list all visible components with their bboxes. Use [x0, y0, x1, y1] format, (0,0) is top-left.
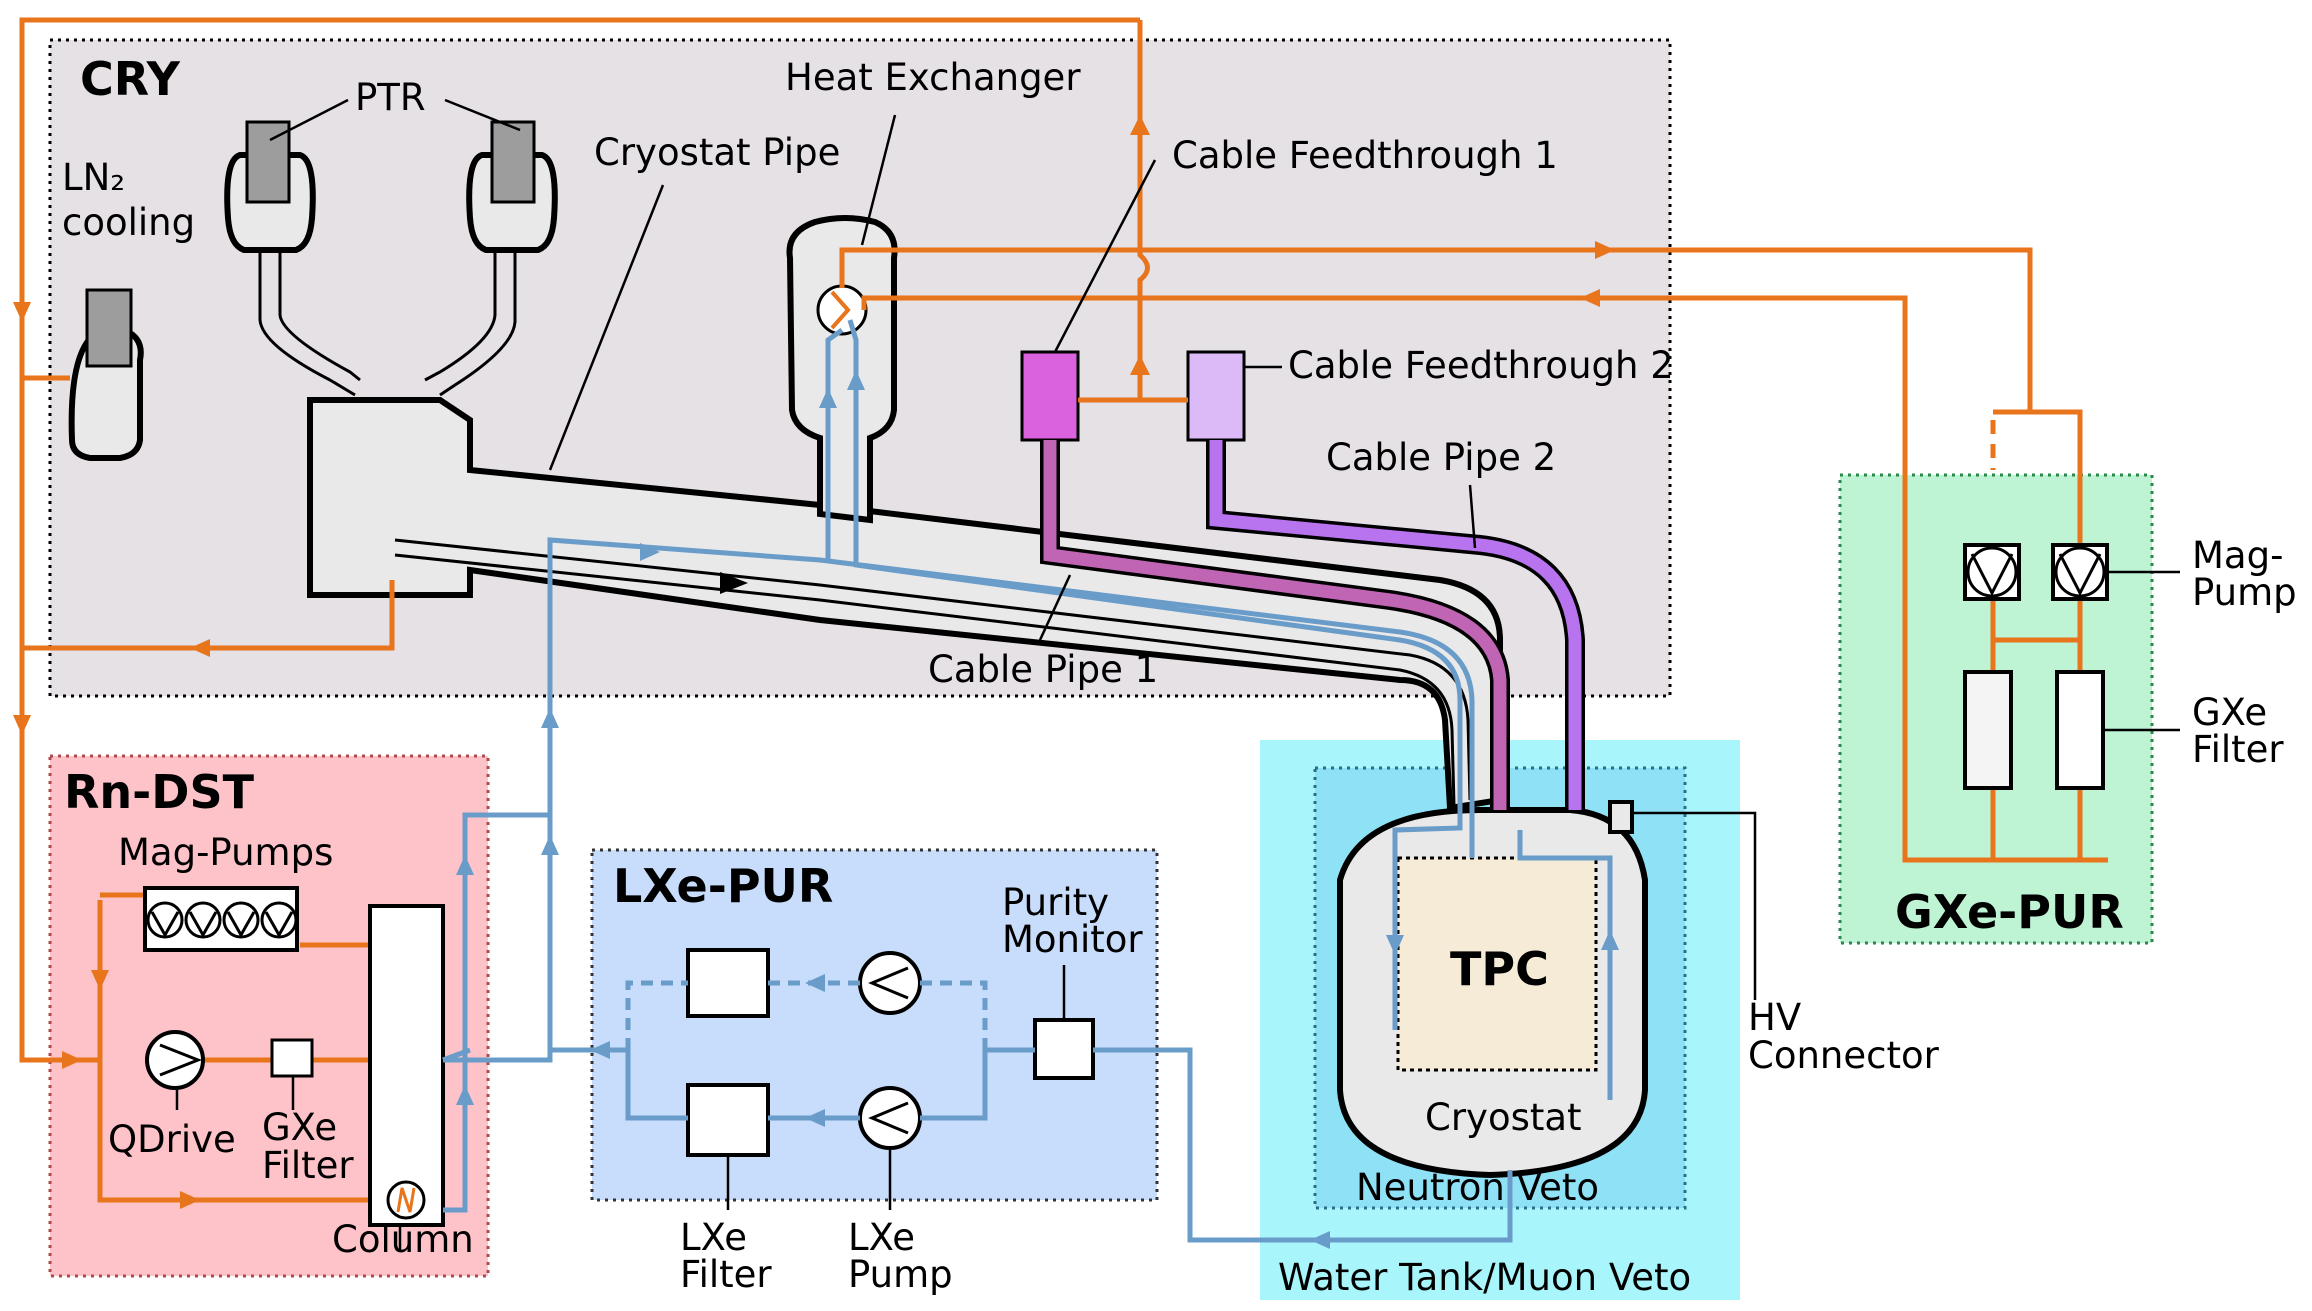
gxe-filter-label-2: Filter — [2192, 728, 2284, 771]
gxe-mag-pumps — [1963, 543, 2109, 601]
hv-connector-label: Connector — [1748, 1034, 1940, 1077]
cryostat-label: Cryostat — [1425, 1096, 1582, 1139]
purity-label: Purity — [1002, 881, 1109, 924]
neutron-veto-label: Neutron Veto — [1356, 1166, 1599, 1209]
liquid-line-in — [547, 537, 1475, 858]
distillation-column — [368, 904, 445, 1227]
gxe-filter-label-1: GXe — [2192, 691, 2267, 734]
cable-feedthrough-1 — [1020, 350, 1080, 442]
lxe-filter-dashed-branch — [686, 948, 770, 1018]
gxe-pur-title: GXe-PUR — [1895, 885, 2124, 939]
cable-feedthrough-2-label: Cable Feedthrough 2 — [1288, 344, 1674, 387]
cable-pipe-1-label: Cable Pipe 1 — [928, 648, 1158, 691]
monitor-label: Monitor — [1002, 918, 1143, 961]
lxe-filter-label-1: LXe — [680, 1216, 747, 1259]
lxe-pur-title: LXe-PUR — [613, 859, 833, 913]
qdrive-label: QDrive — [108, 1118, 236, 1161]
mag-pump-icons — [146, 901, 298, 939]
hv-connector — [1608, 800, 1634, 834]
ptr-cold-head-left — [245, 120, 291, 204]
cable-pipe-2 — [1209, 440, 1582, 810]
ln2-label: LN₂ — [62, 156, 125, 199]
ln2-cold-head — [85, 288, 133, 368]
cable-pipe-1 — [1043, 440, 1507, 810]
gxe-filter-right — [2055, 670, 2105, 790]
lxe-pump-label-2: Pump — [848, 1253, 953, 1296]
cable-feedthrough-2 — [1186, 350, 1246, 442]
column-label: Column — [332, 1218, 474, 1261]
hv-label: HV — [1748, 996, 1801, 1039]
rn-filter-label: Filter — [262, 1144, 354, 1187]
rn-gxe-label: GXe — [262, 1106, 337, 1149]
lxe-filter — [686, 1083, 770, 1157]
gxe-filter-left — [1963, 670, 2013, 790]
gxe-mag-label-1: Mag- — [2192, 534, 2283, 577]
gas-line-main — [19, 17, 1140, 1063]
tpc-label: TPC — [1450, 942, 1549, 996]
lxe-filter-label-2: Filter — [680, 1253, 772, 1296]
tpc-box — [1396, 856, 1598, 1072]
ptr-label: PTR — [355, 76, 426, 119]
cable-pipe-2-label: Cable Pipe 2 — [1326, 436, 1556, 479]
rn-dst-title: Rn-DST — [64, 765, 255, 819]
rn-gxe-filter — [270, 1038, 314, 1078]
gxe-mag-label-2: Pump — [2192, 571, 2297, 614]
mag-pumps-label: Mag-Pumps — [118, 831, 333, 874]
heat-exchanger-label: Heat Exchanger — [785, 56, 1081, 99]
ln2-cooling-label: cooling — [62, 201, 195, 244]
ptr-cold-head-right — [490, 120, 536, 204]
cable-feedthrough-1-label: Cable Feedthrough 1 — [1172, 134, 1558, 177]
cryostat-pipe — [307, 397, 1503, 812]
heat-exchanger-coil — [816, 284, 868, 336]
leader-lines — [175, 98, 2180, 1250]
cryostat-pipe-label: Cryostat Pipe — [594, 131, 840, 174]
purity-monitor — [1033, 1018, 1095, 1080]
lxe-pump-label-1: LXe — [848, 1216, 915, 1259]
water-tank-label: Water Tank/Muon Veto — [1278, 1256, 1691, 1299]
cry-title: CRY — [80, 52, 181, 106]
